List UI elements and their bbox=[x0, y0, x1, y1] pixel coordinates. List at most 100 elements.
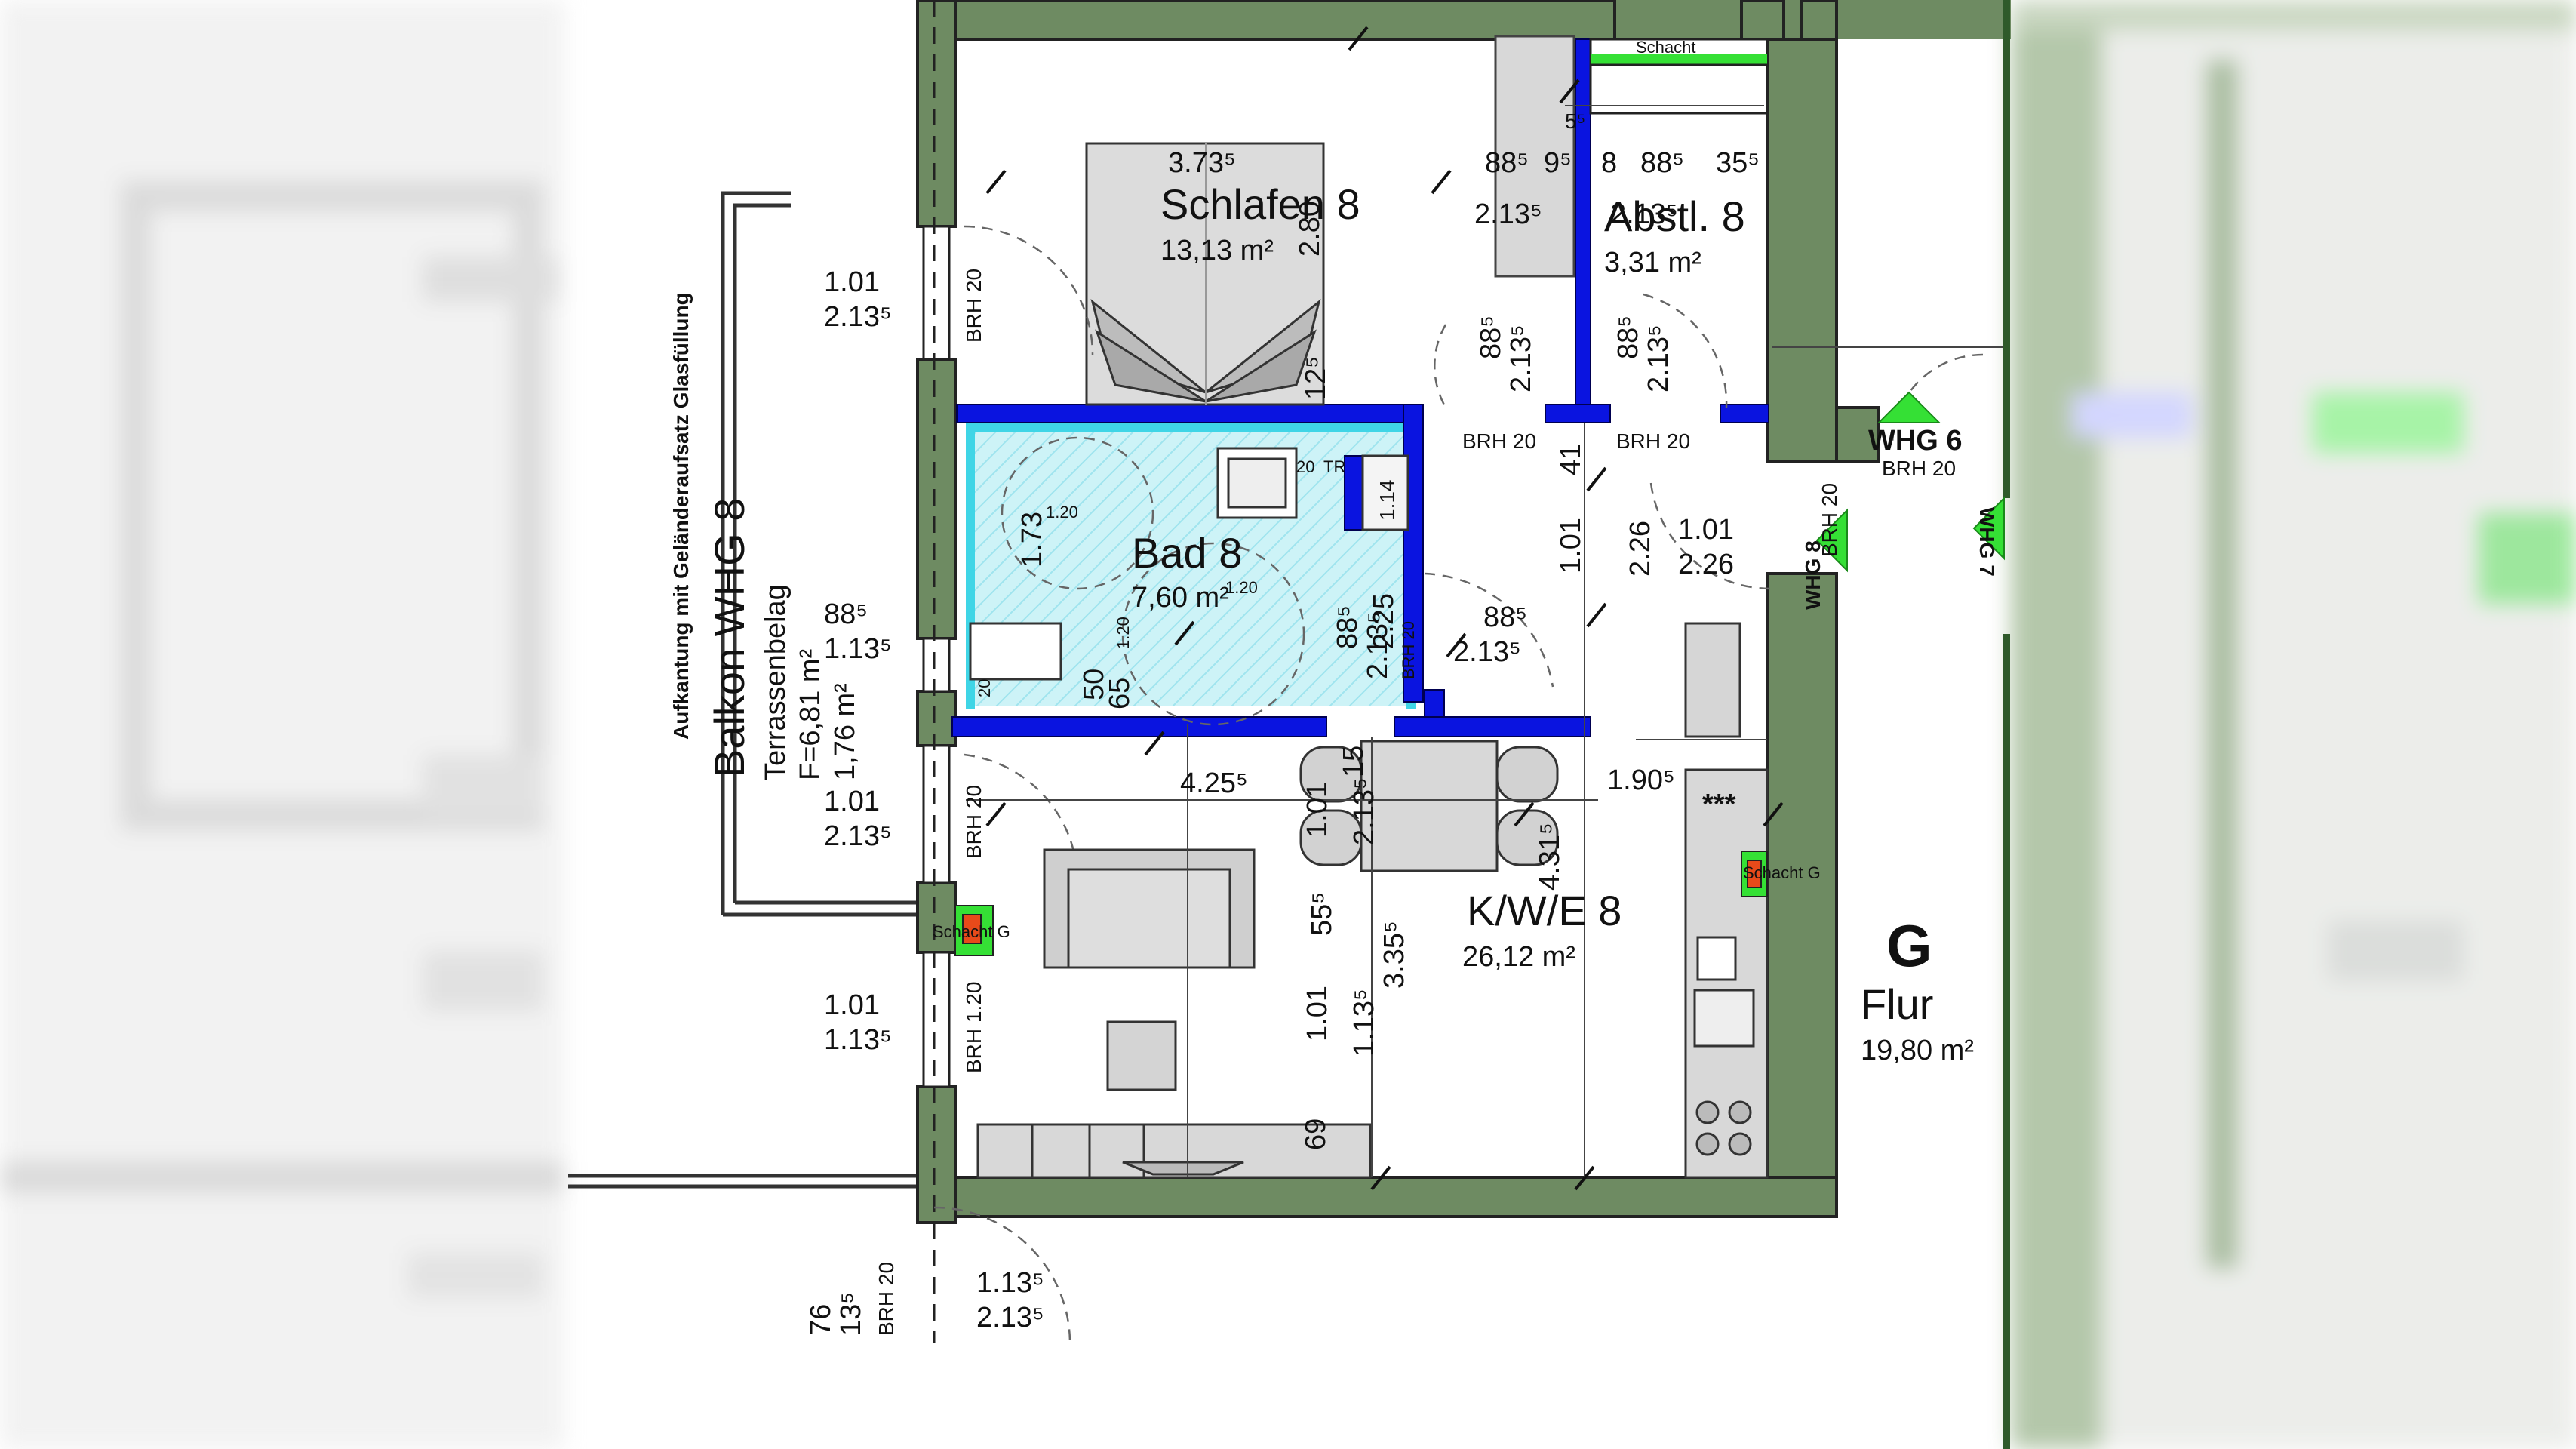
kitchen-schacht: Schacht G bbox=[1741, 851, 1821, 897]
room-flur-name: Flur bbox=[1861, 980, 1933, 1028]
dim-kwe-1905: 1.90⁵ bbox=[1607, 764, 1675, 796]
outer-walls bbox=[954, 0, 2011, 1218]
flur-wall bbox=[2003, 634, 2010, 1449]
dim-bad-120b: 1.20 bbox=[1225, 578, 1258, 597]
dim-door-2135-b: 2.13⁵ bbox=[1643, 325, 1674, 392]
dim-door-885-a: 88⁵ bbox=[1475, 315, 1507, 359]
balkon-belag: Terrassenbelag bbox=[760, 584, 792, 780]
room-kwe-name: K/W/E 8 bbox=[1467, 887, 1622, 934]
dim-door-885-b: 88⁵ bbox=[1612, 315, 1644, 359]
dim-kwe-1135: 1.13⁵ bbox=[1348, 989, 1380, 1057]
dim-brh20-a: BRH 20 bbox=[1462, 429, 1536, 453]
left-blurred-background bbox=[0, 0, 564, 1449]
flur-wall-top bbox=[2003, 0, 2010, 498]
left-wall-posts bbox=[916, 0, 957, 1224]
dim-bed-280: 2.80 bbox=[1294, 201, 1326, 257]
room-flur-area: 19,80 m² bbox=[1861, 1035, 1974, 1066]
dim-abst-95: 9⁵ bbox=[1544, 147, 1572, 179]
dim-brh20-b: BRH 20 bbox=[1616, 429, 1690, 453]
dim-win4-101: 1.01 bbox=[824, 989, 880, 1021]
floor-plan-drawing: Schacht bbox=[568, 0, 2011, 1449]
dim-bottom-76: 76 bbox=[805, 1304, 837, 1336]
dim-win2-885: 88⁵ bbox=[824, 598, 868, 630]
dim-bed-width: 3.73⁵ bbox=[1168, 147, 1236, 179]
dim-bottom-135: 13⁵ bbox=[835, 1292, 867, 1336]
dim-v41: 41 bbox=[1555, 444, 1587, 475]
dim-door-2135-a: 2.13⁵ bbox=[1505, 325, 1537, 392]
dim-abst-8: 8 bbox=[1601, 147, 1617, 179]
dim-tr-label: TR bbox=[1323, 457, 1345, 476]
dim-win2-1135: 1.13⁵ bbox=[824, 633, 892, 665]
blue-walls bbox=[951, 38, 1769, 737]
kitchen-counter bbox=[1684, 622, 1769, 1179]
right-blurred-background bbox=[2011, 0, 2576, 1449]
dim-entry-101: 1.01 bbox=[1678, 514, 1734, 546]
dim-bad-2135: 2.13⁵ bbox=[1362, 611, 1394, 679]
dim-kwe-425: 4.25⁵ bbox=[1180, 768, 1248, 799]
dim-kwe-4315: 4.31⁵ bbox=[1534, 823, 1566, 891]
dim-win4-1135: 1.13⁵ bbox=[824, 1024, 892, 1056]
dim-win1-brh: BRH 20 bbox=[962, 269, 985, 343]
dim-abst-885b: 88⁵ bbox=[1640, 147, 1684, 179]
dim-door-bad-885: 88⁵ bbox=[1483, 601, 1527, 633]
bed bbox=[1085, 142, 1325, 406]
schacht-label: Schacht bbox=[1636, 38, 1696, 57]
whg7-vertical-label: WHG 7 bbox=[1975, 507, 1999, 577]
dim-bad-50: 50 bbox=[1078, 669, 1110, 700]
bath-fixtures bbox=[969, 447, 1409, 681]
dim-abst-2135a: 2.13⁵ bbox=[1474, 198, 1542, 230]
room-schlafen-area: 13,13 m² bbox=[1160, 235, 1274, 266]
dim-brh20-c: BRH 20 bbox=[1818, 483, 1841, 557]
dim-entry-226: 2.26 bbox=[1678, 549, 1734, 580]
kitchen-stars: *** bbox=[1702, 789, 1736, 820]
dim-bad-173: 1.73 bbox=[1016, 512, 1048, 568]
dim-abst-355: 35⁵ bbox=[1716, 147, 1760, 179]
dim-win1-101: 1.01 bbox=[824, 266, 880, 298]
floor-plan: Schacht bbox=[564, 0, 2011, 1449]
dim-bad-20b: 20 bbox=[1296, 457, 1314, 476]
room-bad-name: Bad 8 bbox=[1132, 529, 1242, 577]
dim-win3-2135: 2.13⁵ bbox=[824, 820, 892, 852]
room-schlafen-name: Schlafen 8 bbox=[1160, 180, 1360, 228]
door-swings bbox=[933, 225, 1984, 1344]
dim-bad-885: 88⁵ bbox=[1332, 605, 1363, 649]
left-windows bbox=[922, 225, 951, 1088]
dim-kwe-101b: 1.01 bbox=[1302, 986, 1333, 1041]
living-schacht-label: Schacht G bbox=[933, 922, 1010, 941]
dim-bad-114: 1.14 bbox=[1376, 480, 1399, 521]
dim-kwe-69: 69 bbox=[1300, 1118, 1332, 1150]
dim-v226: 2.26 bbox=[1625, 521, 1656, 577]
schacht-top: Schacht bbox=[1589, 38, 1769, 115]
balkon-note: Aufkantung mit Geländeraufsatz Glasfüllu… bbox=[669, 292, 693, 740]
dim-abst-55: 5⁵ bbox=[1565, 109, 1585, 133]
living-schacht: Schacht G bbox=[933, 905, 1010, 956]
armchair bbox=[1106, 1020, 1177, 1091]
room-flur-letter: G bbox=[1886, 912, 1932, 979]
dim-bad-225: 2.25 bbox=[1368, 593, 1400, 649]
dim-win4-brh: BRH 1.20 bbox=[962, 982, 985, 1073]
dim-kwe-15: 15 bbox=[1338, 746, 1369, 777]
dim-bad-125: 12⁵ bbox=[1300, 356, 1332, 400]
dim-win3-brh: BRH 20 bbox=[962, 785, 985, 859]
wardrobe bbox=[1494, 35, 1575, 278]
balcony-rail-bottom bbox=[568, 1174, 919, 1189]
dim-v101: 1.01 bbox=[1555, 518, 1587, 574]
dim-bottom-1135: 1.13⁵ bbox=[976, 1267, 1044, 1299]
balkon-area: 1,76 m² bbox=[829, 683, 861, 780]
sideboard bbox=[976, 1123, 1372, 1179]
dimension-ticks bbox=[985, 26, 1784, 1191]
room-abstell-name: Abstl. 8 bbox=[1604, 192, 1745, 240]
room-bad-area: 7,60 m² bbox=[1132, 582, 1229, 614]
room-kwe-area: 26,12 m² bbox=[1462, 941, 1575, 973]
dim-bottom-2135: 2.13⁵ bbox=[976, 1302, 1044, 1334]
whg6-label: WHG 6 bbox=[1868, 425, 1963, 457]
balkon-f: F=6,81 m² bbox=[795, 649, 826, 780]
dim-bad-120a: 1.20 bbox=[1046, 503, 1078, 521]
dim-win3-101: 1.01 bbox=[824, 786, 880, 817]
dim-bottom-brh: BRH 20 bbox=[875, 1262, 898, 1336]
dim-kwe-3355: 3.35⁵ bbox=[1379, 921, 1410, 989]
whg-markers bbox=[1815, 391, 2005, 573]
dim-bad-65: 65 bbox=[1104, 678, 1136, 709]
room-abstell-area: 3,31 m² bbox=[1604, 247, 1701, 278]
dim-bad-120c: 1.20 bbox=[1114, 617, 1133, 649]
